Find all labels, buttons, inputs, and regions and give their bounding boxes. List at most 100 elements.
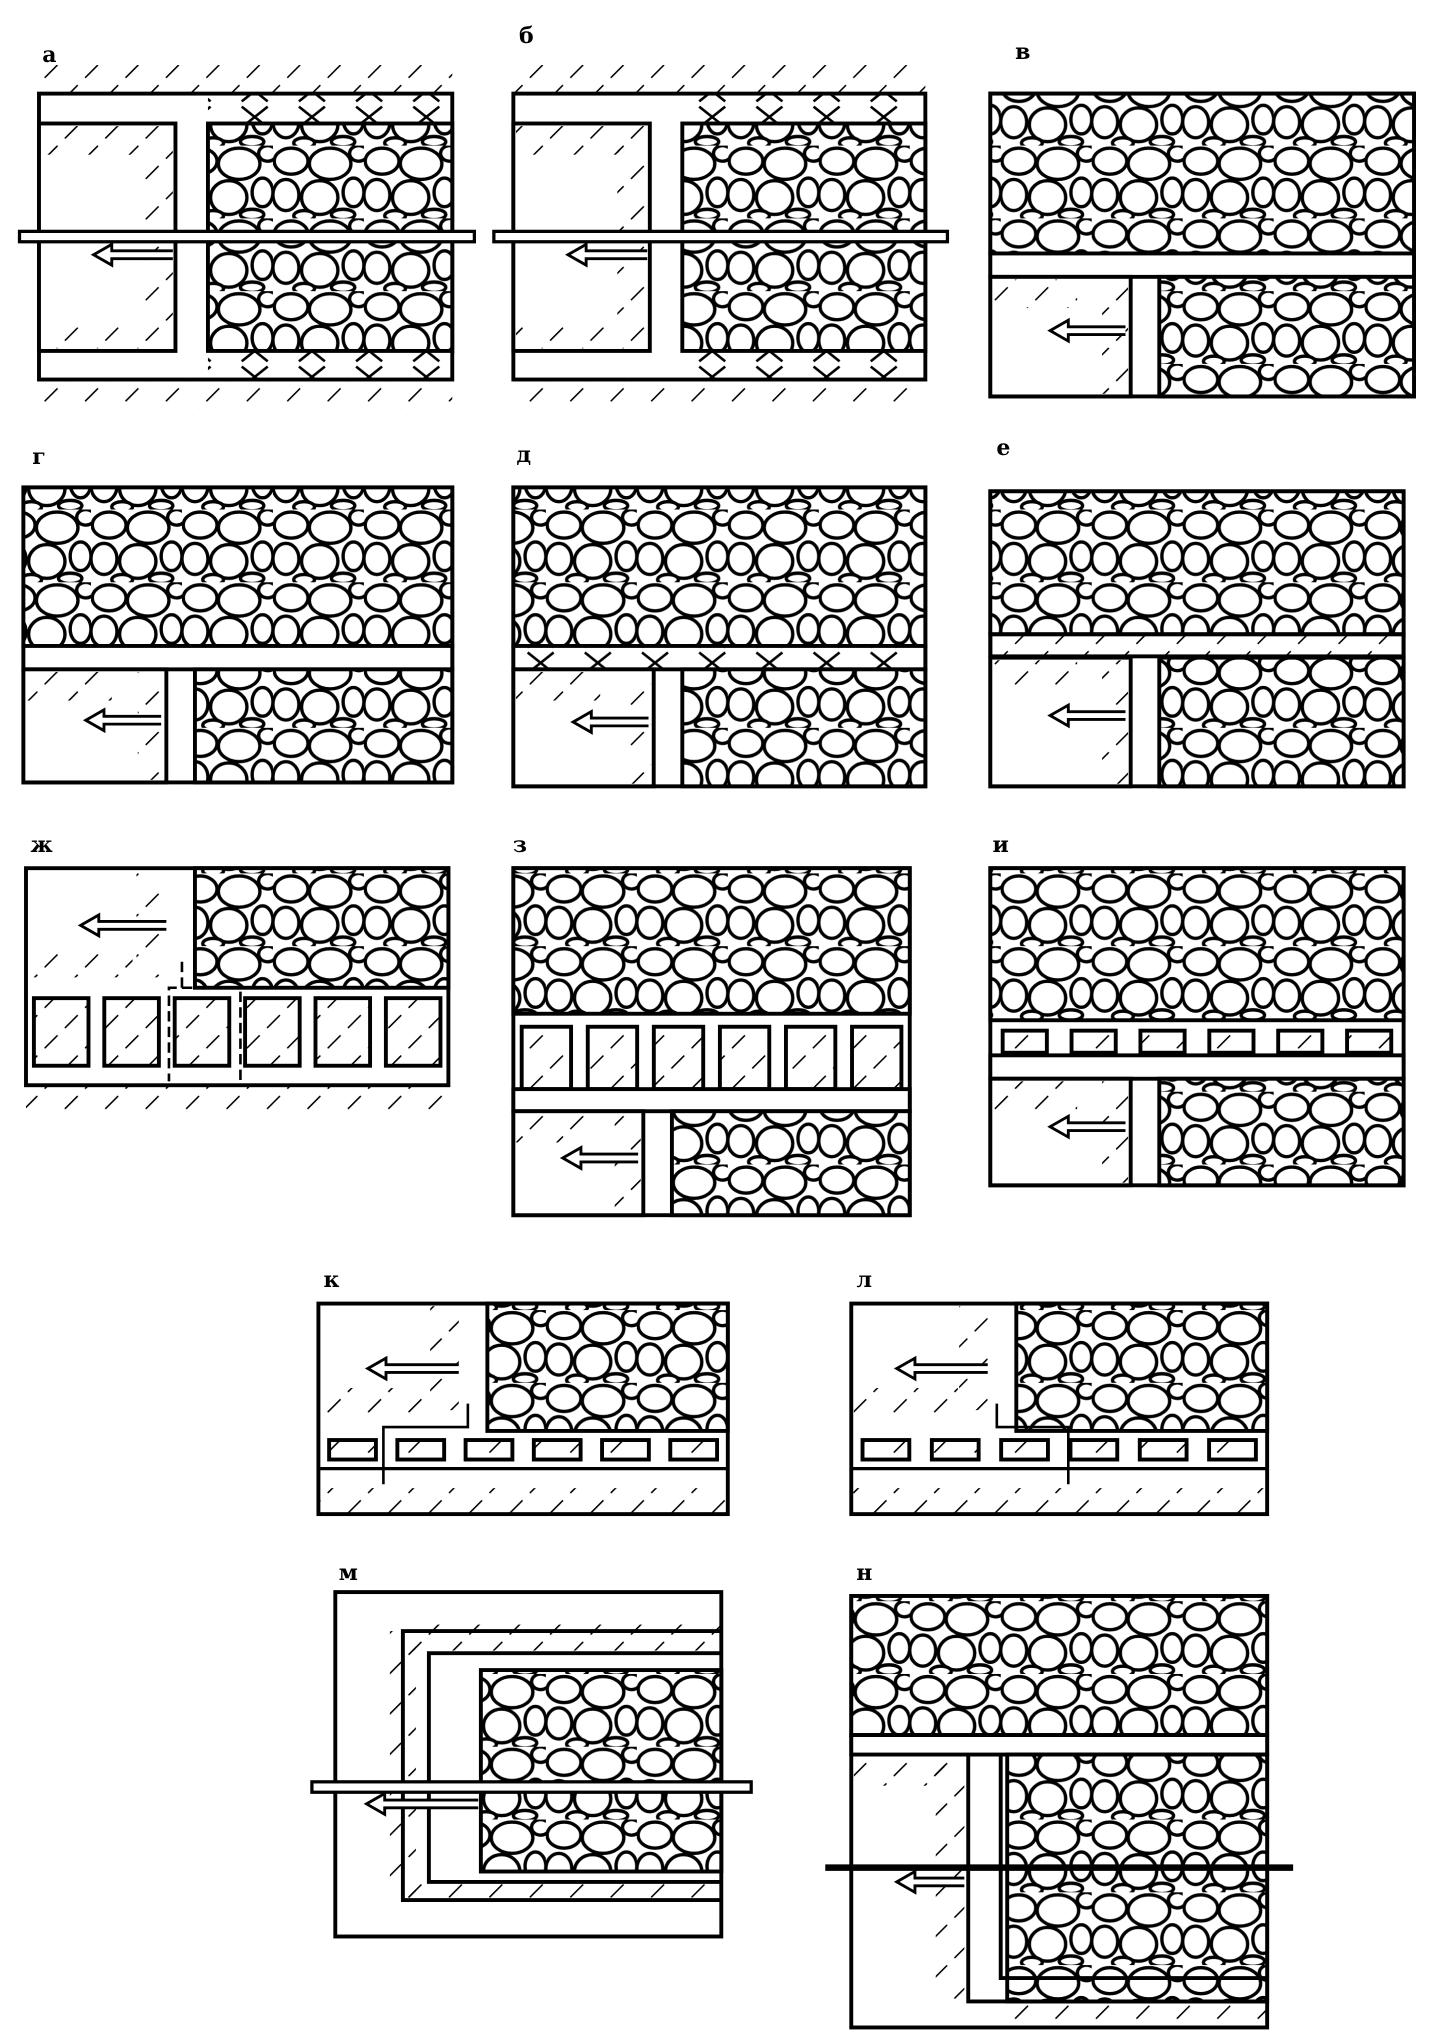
drift (988, 251, 1416, 279)
broken-ore-upper (988, 91, 1416, 256)
hatch-floor (1000, 2001, 1268, 2028)
pillar-block (651, 1024, 706, 1092)
panel-13 (825, 1594, 1294, 2030)
broken-ore (192, 866, 451, 990)
panel-label: и (992, 831, 1009, 858)
hatch-band (402, 1881, 722, 1903)
hatch-floor (513, 379, 926, 409)
pillar-hatch (1102, 279, 1129, 394)
pillar-block (1207, 1438, 1258, 1462)
panel-label: н (856, 1559, 873, 1586)
hatch-floor (38, 379, 453, 409)
pipe (310, 1780, 753, 1794)
broken-ore-upper (988, 489, 1406, 637)
pillar-hatch (1102, 660, 1129, 784)
hatch-band (853, 1388, 958, 1415)
broken-ore-upper (511, 485, 928, 648)
pillar-block (1138, 1028, 1187, 1055)
pillar-block (1068, 1438, 1120, 1462)
hatched-sill (988, 632, 1406, 659)
hatch-band (959, 1306, 988, 1411)
broken-ore (485, 1301, 730, 1433)
broken-ore (1157, 1076, 1406, 1188)
pillar-block (1137, 1438, 1189, 1462)
hatch-band (992, 279, 1078, 309)
arrow-icon (1047, 1113, 1126, 1140)
hatch-band (992, 1081, 1078, 1110)
broken-ore (1005, 1752, 1270, 2004)
panel-label: а (42, 41, 57, 68)
pillar-block (1207, 1028, 1256, 1055)
pillar-block (600, 1438, 651, 1462)
hatch-band (321, 1388, 425, 1415)
pillar-block (850, 1024, 904, 1092)
cross-marks (682, 352, 926, 379)
arrow-icon (90, 241, 173, 268)
panel-label: з (512, 831, 527, 858)
pillar-block (784, 1024, 838, 1092)
cross-marks (682, 94, 926, 123)
arrow-icon (77, 912, 167, 939)
cross-marks (513, 645, 926, 670)
pillar-block (1345, 1028, 1394, 1055)
panel-12 (310, 1590, 753, 1939)
drift (511, 1087, 912, 1114)
broken-ore (1157, 274, 1416, 399)
pillar-block (531, 1438, 583, 1462)
broken-ore (1014, 1301, 1270, 1433)
panel-7 (24, 866, 451, 1114)
cross-marks (207, 94, 453, 123)
panel-5 (511, 485, 928, 789)
arrow-icon (363, 1791, 479, 1817)
cross-marks (207, 352, 453, 379)
hatch-band (41, 126, 146, 155)
pillar-block (1000, 1028, 1049, 1055)
pillar-block (102, 996, 161, 1068)
arrow-icon (82, 707, 162, 734)
panel-9 (988, 866, 1406, 1188)
pillar-block (1276, 1028, 1325, 1055)
hatch-roof (513, 65, 926, 94)
hatch-roof (38, 65, 453, 94)
broken-ore-upper (511, 866, 912, 1016)
panel-label: в (1015, 38, 1031, 65)
broken-ore-upper (21, 485, 455, 648)
panel-6 (988, 489, 1406, 789)
pillar-block (929, 1438, 981, 1462)
pillar-block (1069, 1028, 1118, 1055)
pillar-block (383, 996, 443, 1068)
hatch-band (402, 1624, 722, 1651)
panel-label: к (323, 1267, 340, 1294)
arrow-icon (893, 1355, 988, 1382)
pillar-block (327, 1438, 378, 1462)
drift (988, 1053, 1406, 1081)
panel-label: л (856, 1267, 873, 1294)
pillar-block (31, 996, 91, 1068)
hatch-band (515, 126, 620, 155)
pillar-block (463, 1438, 515, 1462)
pillar-block (860, 1438, 912, 1462)
hatch-band (515, 1113, 594, 1143)
panel-3 (988, 91, 1416, 399)
arrow-icon (893, 1869, 965, 1895)
panel-label: д (516, 441, 532, 468)
pillar-hatch (137, 671, 164, 780)
pillar-block (313, 996, 373, 1068)
panel-8 (511, 866, 912, 1218)
panel-4 (21, 485, 455, 785)
pillar-hatch (625, 671, 652, 784)
hatch-band (515, 671, 601, 701)
broken-ore (478, 1668, 724, 1874)
hatch-band (28, 948, 133, 978)
broken-ore-upper (988, 866, 1406, 1023)
arrow-icon (1047, 317, 1126, 344)
arrow-icon (565, 241, 648, 268)
arrow-icon (570, 709, 649, 735)
panel-10 (316, 1301, 730, 1517)
pipe (17, 229, 476, 244)
pillar-block (585, 1024, 640, 1092)
flow-path (995, 1403, 1070, 1485)
hatch-band (430, 1306, 459, 1411)
hatch-band (41, 322, 146, 349)
